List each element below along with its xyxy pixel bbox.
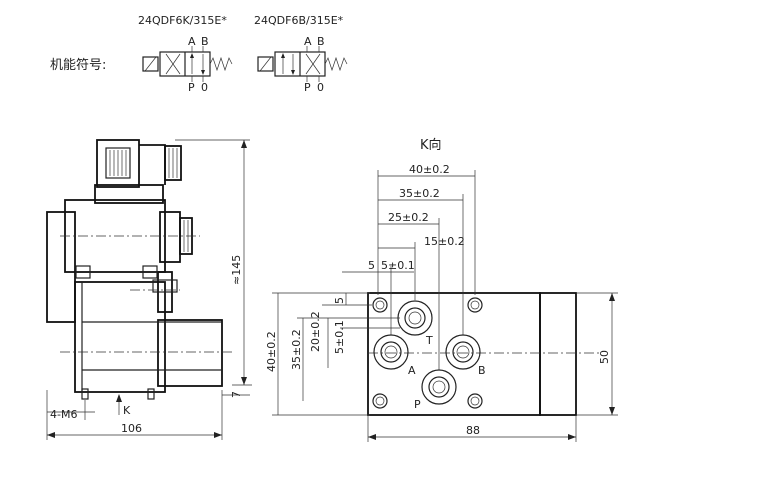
dim-top-25: 25±0.2	[388, 211, 429, 224]
port-p-label: P	[414, 398, 421, 411]
port-b: B	[201, 35, 209, 48]
dim-top-35: 35±0.2	[399, 187, 440, 200]
bolt-label: 4-M6	[50, 408, 77, 421]
model-1-label: 24QDF6K/315E*	[138, 14, 227, 27]
dim-left-5-01: 5±0.1	[333, 320, 346, 354]
port-a: A	[188, 35, 196, 48]
dim-bottom-88: 88	[466, 424, 480, 437]
port-a-label: A	[408, 364, 416, 377]
dim-top-5: 5	[368, 259, 375, 272]
port-t-label: T	[425, 334, 433, 347]
function-symbols: 机能符号: 24QDF6K/315E* 24QDF6B/315E* A B P …	[50, 14, 348, 94]
port-a-2: A	[304, 35, 312, 48]
dim-top-15: 15±0.2	[424, 235, 465, 248]
port-b-2: B	[317, 35, 325, 48]
side-view: ≈145 7 106 4-M6 K	[46, 139, 252, 440]
model-2-label: 24QDF6B/315E*	[254, 14, 344, 27]
k-view-title: K向	[420, 137, 442, 153]
valve-symbol-2: A B P 0	[257, 35, 348, 94]
k-view: K向 T A B P	[265, 137, 618, 442]
port-o: 0	[201, 81, 208, 94]
symbol-label: 机能符号:	[50, 57, 106, 73]
port-o-2: 0	[317, 81, 324, 94]
dim-top-5-01: 5±0.1	[381, 259, 415, 272]
view-k-label: K	[123, 404, 131, 417]
dim-left-40: 40±0.2	[265, 331, 278, 372]
dim-left-35: 35±0.2	[290, 329, 303, 370]
dim-right-50: 50	[598, 350, 611, 364]
port-b-label: B	[478, 364, 486, 377]
bottom-dim-7: 7	[230, 391, 243, 398]
width-dim-106: 106	[121, 422, 142, 435]
dim-left-20: 20±0.2	[309, 311, 322, 352]
dim-top-40: 40±0.2	[409, 163, 450, 176]
dim-left-5: 5	[333, 297, 346, 304]
port-p: P	[188, 81, 195, 94]
height-dim-145: ≈145	[230, 255, 243, 285]
port-p-2: P	[304, 81, 311, 94]
valve-symbol-1: A B P 0	[142, 35, 233, 94]
